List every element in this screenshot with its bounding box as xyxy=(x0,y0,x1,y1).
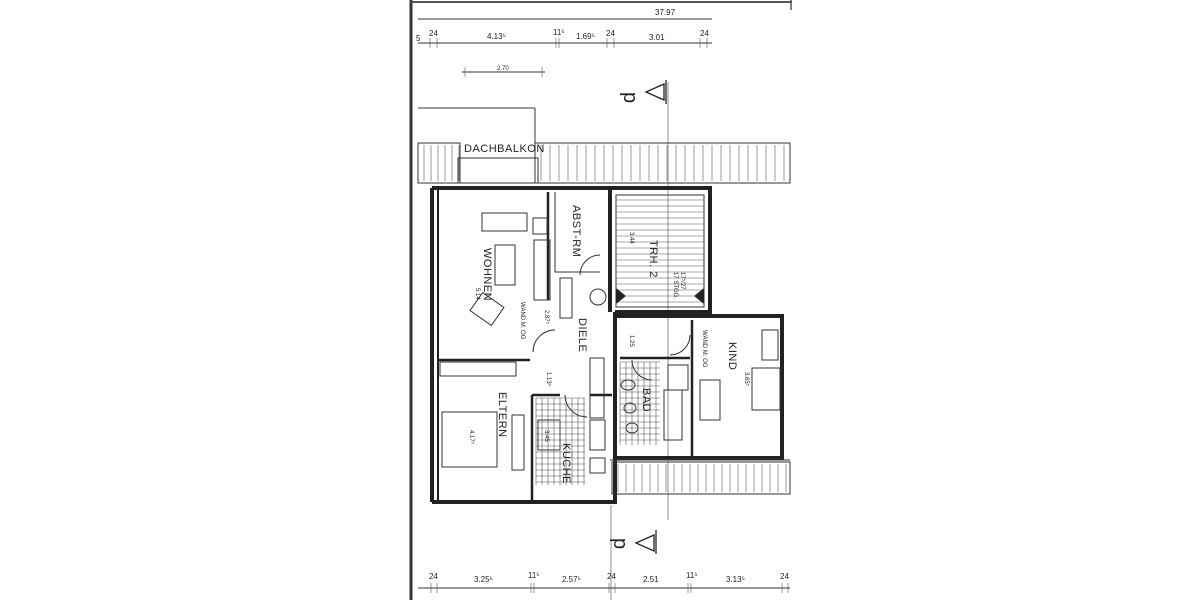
section-line: p p xyxy=(609,80,669,600)
walls xyxy=(430,186,791,504)
bottom-dim-8: 24 xyxy=(780,572,789,581)
bottom-dim-0: 24 xyxy=(429,572,438,581)
bottom-dim-4: 24 xyxy=(607,572,616,581)
stair-ratio: 17⁵/27 xyxy=(679,272,686,290)
room-label-kitchen: KÜCHE xyxy=(560,443,572,484)
top-dim-5: 24 xyxy=(606,29,615,38)
section-marker-bottom: p xyxy=(609,538,631,549)
room-label-living: WOHNEN xyxy=(481,248,493,301)
top-dim-3: 11⁵ xyxy=(553,28,565,37)
valve-icon xyxy=(589,288,607,306)
section-arrow-icon xyxy=(644,82,665,102)
stair-dim: 3.44 xyxy=(628,232,634,244)
top-dim-1: 24 xyxy=(429,29,438,38)
bottom-dimension-lines: 24 3.25⁵ 11⁵ 2.57⁵ 24 2.51 11⁵ 3.13⁵ 24 xyxy=(418,571,790,593)
top-dimension-lines: 37.97 5 24 4.13⁵ 11⁵ 1.69⁵ 24 3.01 24 2.… xyxy=(416,8,712,77)
top-dim-2: 4.13⁵ xyxy=(487,32,506,41)
room-label-bedroom: ELTERN xyxy=(496,392,508,438)
wall-note: WAND M. OG xyxy=(519,302,525,340)
top-dim-7: 24 xyxy=(700,29,709,38)
child-dim: 3.65⁵ xyxy=(743,372,750,387)
drawing-frame xyxy=(409,0,792,600)
bottom-dim-6: 11⁵ xyxy=(686,571,698,580)
overall-dimension: 37.97 xyxy=(655,8,676,17)
stair: TRH. 2 17 STGG. 17⁵/27 3.44 xyxy=(589,194,705,308)
tile-grid xyxy=(535,361,660,485)
section-arrow-icon xyxy=(634,533,655,553)
top-dim-0: 5 xyxy=(416,34,421,43)
corridor-dim: 1.25 xyxy=(628,335,634,347)
bottom-dim-1: 3.25⁵ xyxy=(474,575,493,584)
top-dim-6: 3.01 xyxy=(649,33,665,42)
top-dim-4: 1.69⁵ xyxy=(576,32,595,41)
room-label-bath: BAD xyxy=(640,388,652,412)
arrow-right-icon xyxy=(694,288,704,304)
room-label-child: KIND xyxy=(726,342,738,370)
hall-dim: 2.87⁵ xyxy=(543,310,550,325)
kitchen-dim: 3.45 xyxy=(543,430,549,442)
hall-dim2: 1.13⁵ xyxy=(545,372,552,387)
arrow-left-icon xyxy=(616,288,626,304)
bottom-dim-3: 2.57⁵ xyxy=(562,575,581,584)
bottom-dim-7: 3.13⁵ xyxy=(726,575,745,584)
room-label-hall: DIELE xyxy=(576,318,588,352)
top-sub-dimension: 2.70 xyxy=(497,66,509,72)
living-dim: 5.14 xyxy=(474,288,480,300)
wall-note: WAND M. OG xyxy=(701,330,707,368)
room-label-balcony: DACHBALKON xyxy=(464,143,545,155)
room-label-stair: TRH. 2 xyxy=(647,240,659,278)
bottom-dim-2: 11⁵ xyxy=(528,571,540,580)
room-labels: WOHNEN ABST-RM DIELE ELTERN KÜCHE BAD KI… xyxy=(481,205,738,484)
annotations: WAND M. OG WAND M. OG 5.14 2.87⁵ 1.13⁵ 4… xyxy=(468,288,750,445)
room-label-storage: ABST-RM xyxy=(570,205,582,257)
balcony: DACHBALKON xyxy=(417,107,791,184)
stair-steps: 17 STGG. xyxy=(672,272,678,299)
bottom-dim-5: 2.51 xyxy=(643,575,659,584)
section-marker-top: p xyxy=(619,92,641,103)
bedroom-dim: 4.17⁵ xyxy=(468,430,475,445)
